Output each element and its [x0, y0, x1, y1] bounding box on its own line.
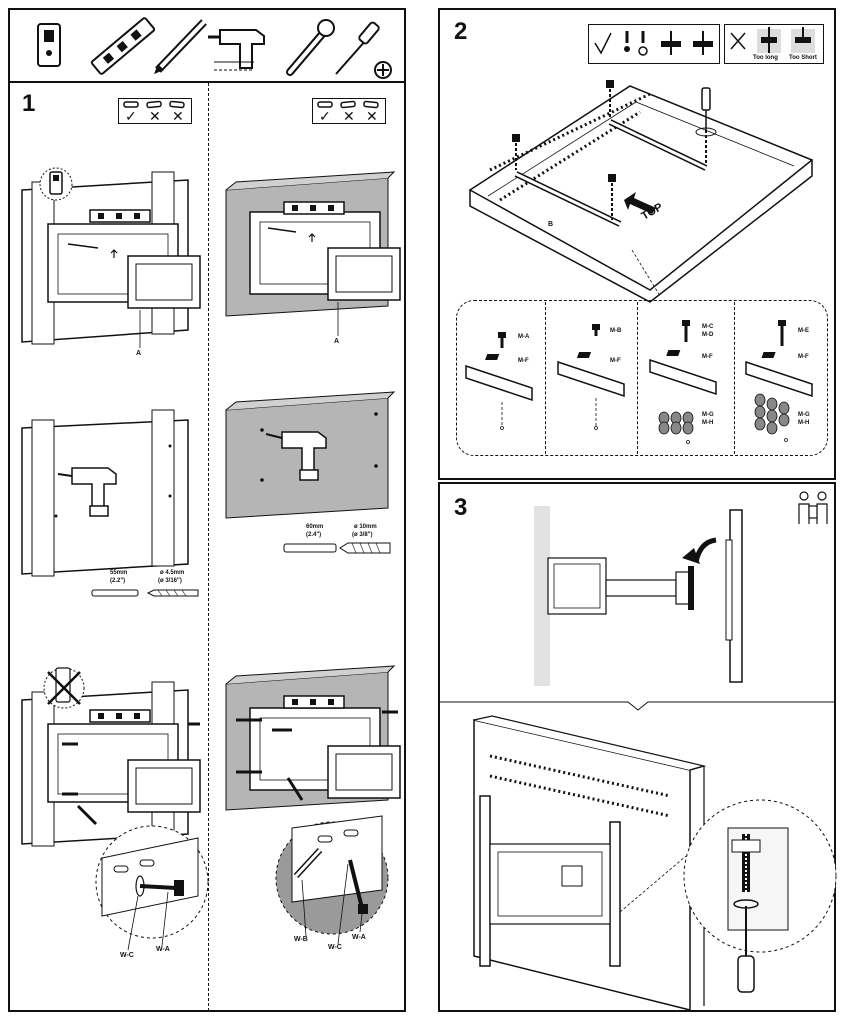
hardware-detail-2 [557, 324, 625, 430]
detail-2-screw: M-B [610, 328, 622, 334]
label-a-right: A [334, 338, 340, 345]
detail-3-washer1: M-G [702, 412, 714, 418]
drill-icon [208, 29, 265, 71]
wood-drill-depth-in: (2.2") [110, 578, 126, 584]
level-check-bad-2: ✕ [366, 108, 378, 124]
hardware-detail-1 [465, 332, 533, 430]
step-2-frame [438, 8, 836, 480]
detail-3-screw2: M-D [702, 332, 714, 338]
wood-drill-bit: ø 4.5mm [160, 570, 185, 576]
tools-divider [8, 81, 406, 83]
concrete-drill-depth-in: (2.4") [306, 532, 322, 538]
step-3-frame [438, 482, 836, 1012]
detail-4-washer1: M-G [798, 412, 810, 418]
hardware-detail-divider-3 [734, 302, 735, 454]
detail-1-spacer: M-F [518, 358, 529, 364]
level-check-bad-2: ✕ [172, 108, 184, 124]
step-2-number: 2 [454, 18, 468, 45]
check-icon [594, 32, 612, 55]
detail-2-spacer: M-F [610, 358, 621, 364]
concrete-bolt-illustration [225, 665, 401, 945]
screw-fit-ok-box [588, 24, 720, 64]
concrete-drill-bit: ø 10mm [354, 524, 377, 530]
detail-3-screw: M-C [702, 324, 714, 330]
label-b: B [548, 221, 553, 228]
tv-bracket-closeup [473, 715, 837, 1011]
cross-icon [730, 32, 746, 50]
detail-4-washer2: M-H [798, 420, 810, 426]
level-check-left: ✓ ✕ ✕ [118, 98, 192, 124]
hardware-detail-divider-1 [545, 302, 546, 454]
label-a-left: A [136, 350, 142, 357]
label-w-a-wood: W-A [156, 946, 170, 953]
concrete-drill-depth: 60mm [306, 524, 324, 530]
detail-4-spacer: M-F [798, 354, 809, 360]
hardware-detail-panel [456, 300, 828, 456]
step-1-divider [208, 83, 209, 1011]
level-check-ok: ✓ [125, 108, 137, 124]
detail-4-screw: M-E [798, 328, 809, 334]
hardware-detail-4 [745, 320, 813, 442]
stud-finder-icon [37, 23, 61, 67]
concrete-drill-bit-diagram [283, 542, 391, 554]
detail-3-spacer: M-F [702, 354, 713, 360]
step-1-number: 1 [22, 90, 36, 117]
wood-drill-depth: 55mm [110, 570, 128, 576]
screw-fit-bad-box: Too long Too Short [724, 24, 824, 64]
concrete-wall-mount-illustration [225, 171, 401, 336]
label-w-c-concrete: W-C [328, 944, 342, 951]
tools-frame [8, 8, 406, 1012]
label-w-b-concrete: W-B [294, 936, 308, 943]
label-w-a-concrete: W-A [352, 934, 366, 941]
step-3-number: 3 [454, 494, 468, 521]
hardware-detail-divider-2 [637, 302, 638, 454]
wood-bolt-illustration [21, 667, 209, 951]
level-check-bad-1: ✕ [149, 108, 161, 124]
too-short-label: Too Short [789, 55, 817, 61]
wood-drill-bit-in: (ø 3/16") [158, 578, 182, 584]
level-check-bad-1: ✕ [343, 108, 355, 124]
label-w-c-wood: W-C [120, 952, 134, 959]
wood-wall-mount-illustration [21, 167, 201, 348]
level-check-ok: ✓ [319, 108, 331, 124]
tools-row [37, 17, 392, 79]
pencil-icon [154, 19, 207, 74]
screwdriver-icon [335, 21, 392, 79]
step-3-callout-divider [440, 701, 834, 711]
tv-hanging-illustration [534, 506, 743, 686]
wrench-icon [286, 19, 335, 76]
two-person-icon [798, 491, 828, 524]
concrete-drill-illustration [225, 391, 396, 519]
too-long-label: Too long [753, 55, 778, 61]
tv-back-bracket-illustration: TOP B [468, 80, 814, 303]
level-check-right: ✓ ✕ ✕ [312, 98, 386, 124]
hardware-detail-3 [649, 320, 717, 444]
level-icon [90, 17, 156, 75]
detail-1-screw: M-A [518, 334, 530, 340]
concrete-drill-bit-in: (ø 3/8") [352, 532, 373, 538]
wood-drill-illustration [21, 409, 189, 577]
detail-3-washer2: M-H [702, 420, 714, 426]
wood-drill-bit-diagram [91, 589, 199, 597]
